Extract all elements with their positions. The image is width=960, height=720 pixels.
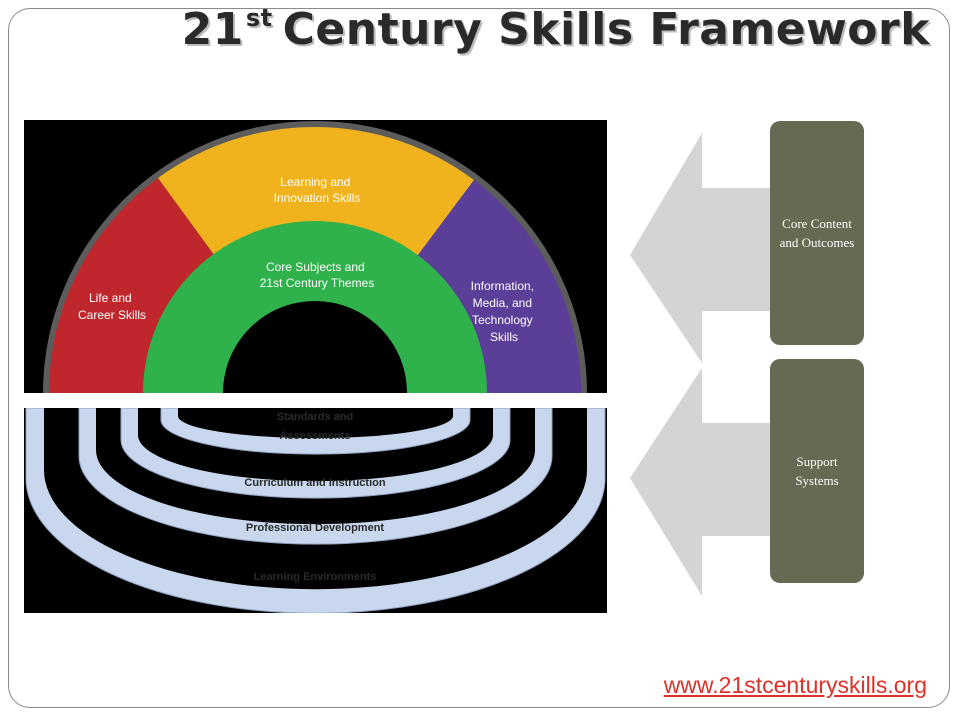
- standards-label: Standards and: [277, 411, 353, 423]
- professional-label: Professional Development: [246, 522, 384, 534]
- information-media-label: Skills: [490, 330, 518, 344]
- core-subjects-label: 21st Century Themes: [260, 276, 375, 290]
- environments-label: Learning Environments: [254, 571, 377, 583]
- information-media-label: Media, and: [473, 296, 532, 310]
- learning-innovation-label: Learning and: [280, 175, 350, 189]
- support-systems-box: Support Systems: [770, 359, 864, 583]
- core-content-box: Core Content and Outcomes: [770, 121, 864, 345]
- svg-text:Core Subjects and 21st C: Core Subjects and 21st Century Themes: [260, 260, 375, 290]
- information-media-label: Technology: [472, 313, 533, 327]
- rainbow-diagram: Life and Career Skills Learning and Inno…: [24, 120, 607, 393]
- life-career-label: Career Skills: [78, 308, 146, 322]
- svg-text:Life and Career Skills: Life and Career Skills: [78, 291, 146, 322]
- website-link[interactable]: www.21stcenturyskills.org: [663, 672, 927, 698]
- left-arrow-lower: [630, 368, 775, 596]
- learning-innovation-label: Innovation Skills: [274, 191, 361, 205]
- core-subjects-label: Core Subjects and: [266, 260, 365, 274]
- svg-text:Learning and Innovation: Learning and Innovation Skills: [274, 175, 361, 205]
- information-media-label: Information,: [471, 279, 534, 293]
- life-career-label: Life and: [89, 291, 132, 305]
- curriculum-label: Curriculum and Instruction: [244, 477, 385, 489]
- standards-label: Assessments: [280, 430, 351, 442]
- left-arrow-upper: [630, 133, 775, 363]
- svg-text:Information, Media, and: Information, Media, and Technology Skill…: [471, 279, 538, 344]
- support-pools-diagram: Standards and Assessments Curriculum and…: [24, 408, 607, 613]
